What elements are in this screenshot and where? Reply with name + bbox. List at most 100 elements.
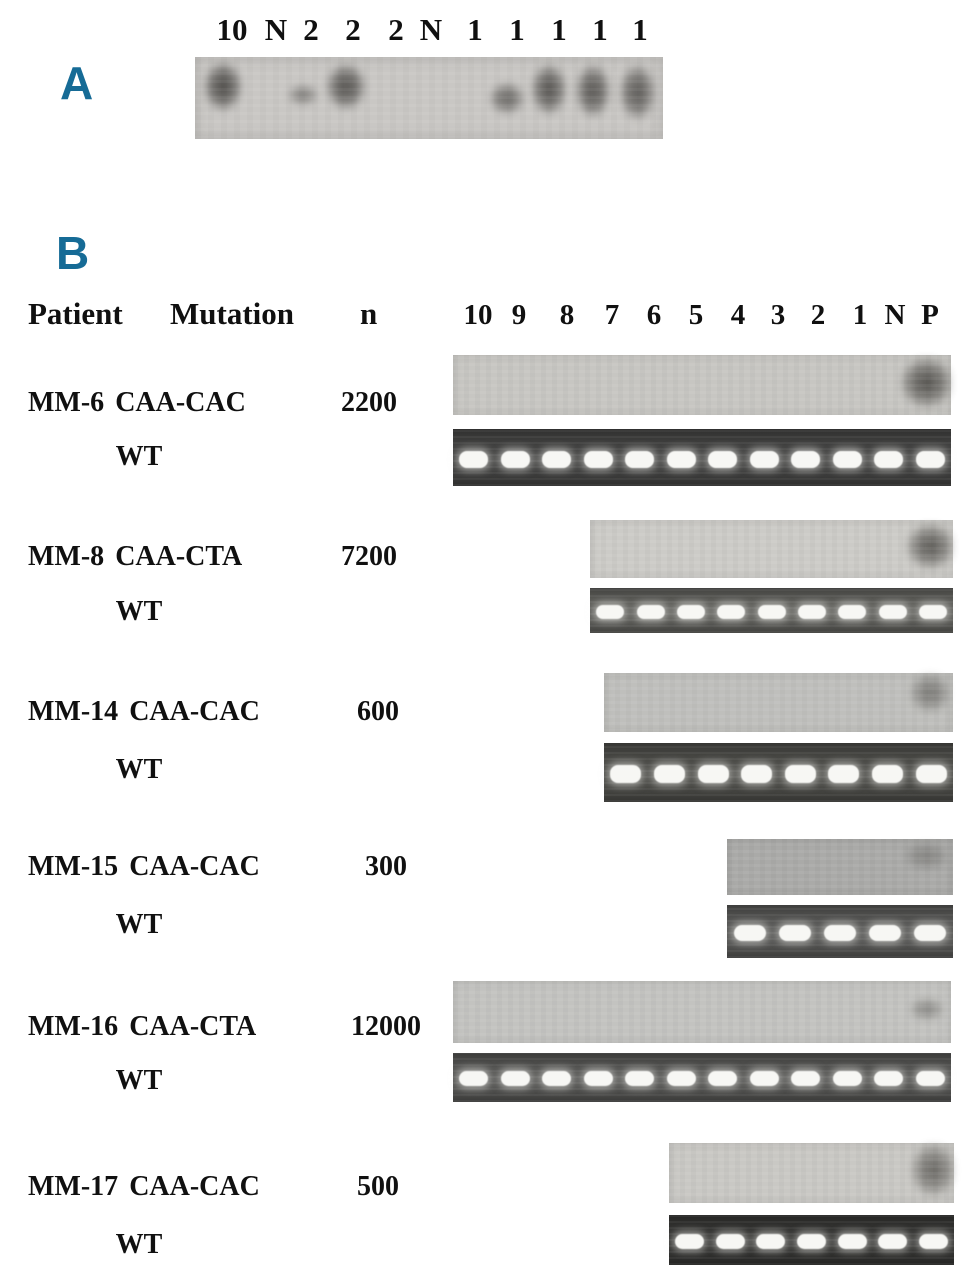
wt-gel-strip [453,429,951,486]
wt-gel-strip [604,743,953,802]
wt-row-label: WT [115,1065,163,1096]
wt-gel-band [716,1234,745,1249]
wt-gel-band [584,1071,613,1086]
patient-id: MM-16 [28,1011,119,1042]
mutation-code: CAA-CAC [129,851,260,882]
lane-label: 10 [216,12,248,47]
wt-gel-band [824,925,856,941]
wt-row-label: WT [115,909,163,940]
wt-gel-band [717,605,745,619]
wt-gel-band [791,1071,820,1086]
lane-label: 1 [509,12,525,47]
wt-gel-band [879,605,907,619]
protein-band [283,83,323,109]
wt-gel-band [798,605,826,619]
wt-gel-band [698,765,729,783]
wt-gel-band [667,1071,696,1086]
wt-gel-band [919,605,947,619]
wt-gel-band [667,451,696,468]
wt-gel-band [833,451,862,468]
patient-id: MM-17 [28,1171,119,1202]
lane-label: N [419,12,443,47]
mutation-code: CAA-CAC [129,696,260,727]
panel-a-blot [195,57,663,139]
wt-gel-band [750,1071,779,1086]
protein-band [526,60,572,124]
patient-mutation-label: MM-14 CAA-CAC [28,696,260,728]
wt-gel-band [916,451,945,468]
wt-gel-band [828,765,859,783]
patient-id: MM-15 [28,851,119,882]
lane-label: 1 [592,12,608,47]
lane-label: 8 [559,299,575,331]
wt-gel-band [791,451,820,468]
wt-gel-band [542,451,571,468]
wt-gel-band [741,765,772,783]
column-header-mutation: Mutation [170,296,294,331]
p-lane-smear [901,842,947,873]
lane-label: 7 [604,299,620,331]
wt-gel-band [919,1234,948,1249]
mutant-blot-strip [727,839,953,895]
panel-a-label: A [60,57,94,109]
wt-gel-band [872,765,903,783]
wt-gel-strip [590,588,953,633]
wt-gel-band [625,451,654,468]
lane-label: 9 [511,299,527,331]
wt-gel-strip [453,1053,951,1102]
mutant-blot-strip [669,1143,954,1203]
wt-gel-strip [727,905,953,958]
wt-gel-band [596,605,624,619]
wt-gel-band [874,451,903,468]
protein-band [484,80,530,120]
wt-gel-band [501,451,530,468]
wt-gel-band [779,925,811,941]
wt-row-label: WT [115,596,163,627]
lane-label: 6 [646,299,662,331]
wt-gel-band [785,765,816,783]
wt-gel-band [677,605,705,619]
wt-gel-strip [669,1215,954,1265]
panel-b-label: B [56,227,90,279]
mutation-code: CAA-CAC [129,1171,260,1202]
wt-gel-band [542,1071,571,1086]
patient-id: MM-14 [28,696,119,727]
wt-gel-band [654,765,685,783]
wt-gel-band [734,925,766,941]
mutant-blot-strip [453,981,951,1043]
wt-gel-band [914,925,946,941]
wt-gel-band [610,765,641,783]
p-lane-smear [908,1143,954,1203]
wt-row-label: WT [115,441,163,472]
protein-band [614,60,661,130]
wt-gel-band [675,1234,704,1249]
wt-gel-band [797,1234,826,1249]
wt-gel-band [750,451,779,468]
mutant-blot-strip [590,520,953,578]
protein-band [198,58,248,120]
sample-count: 7200 [341,541,397,572]
column-header-n: n [360,296,378,331]
lane-label: 2 [303,12,319,47]
lane-label: 3 [770,299,786,331]
wt-gel-band [459,1071,488,1086]
mutation-code: CAA-CTA [129,1011,257,1042]
mutant-blot-strip [604,673,953,732]
lane-label: N [264,12,288,47]
wt-gel-band [833,1071,862,1086]
wt-gel-band [501,1071,530,1086]
patient-mutation-label: MM-17 CAA-CAC [28,1171,260,1203]
wt-row-label: WT [115,754,163,785]
patient-mutation-label: MM-16 CAA-CTA [28,1011,256,1043]
p-lane-smear [907,998,943,1023]
wt-gel-band [878,1234,907,1249]
wt-gel-band [838,1234,867,1249]
column-header-patient: Patient [28,296,123,331]
wt-gel-band [869,925,901,941]
protein-band [570,60,616,127]
lane-label: 2 [388,12,404,47]
mutation-code: CAA-CAC [115,387,246,418]
patient-mutation-label: MM-15 CAA-CAC [28,851,260,883]
